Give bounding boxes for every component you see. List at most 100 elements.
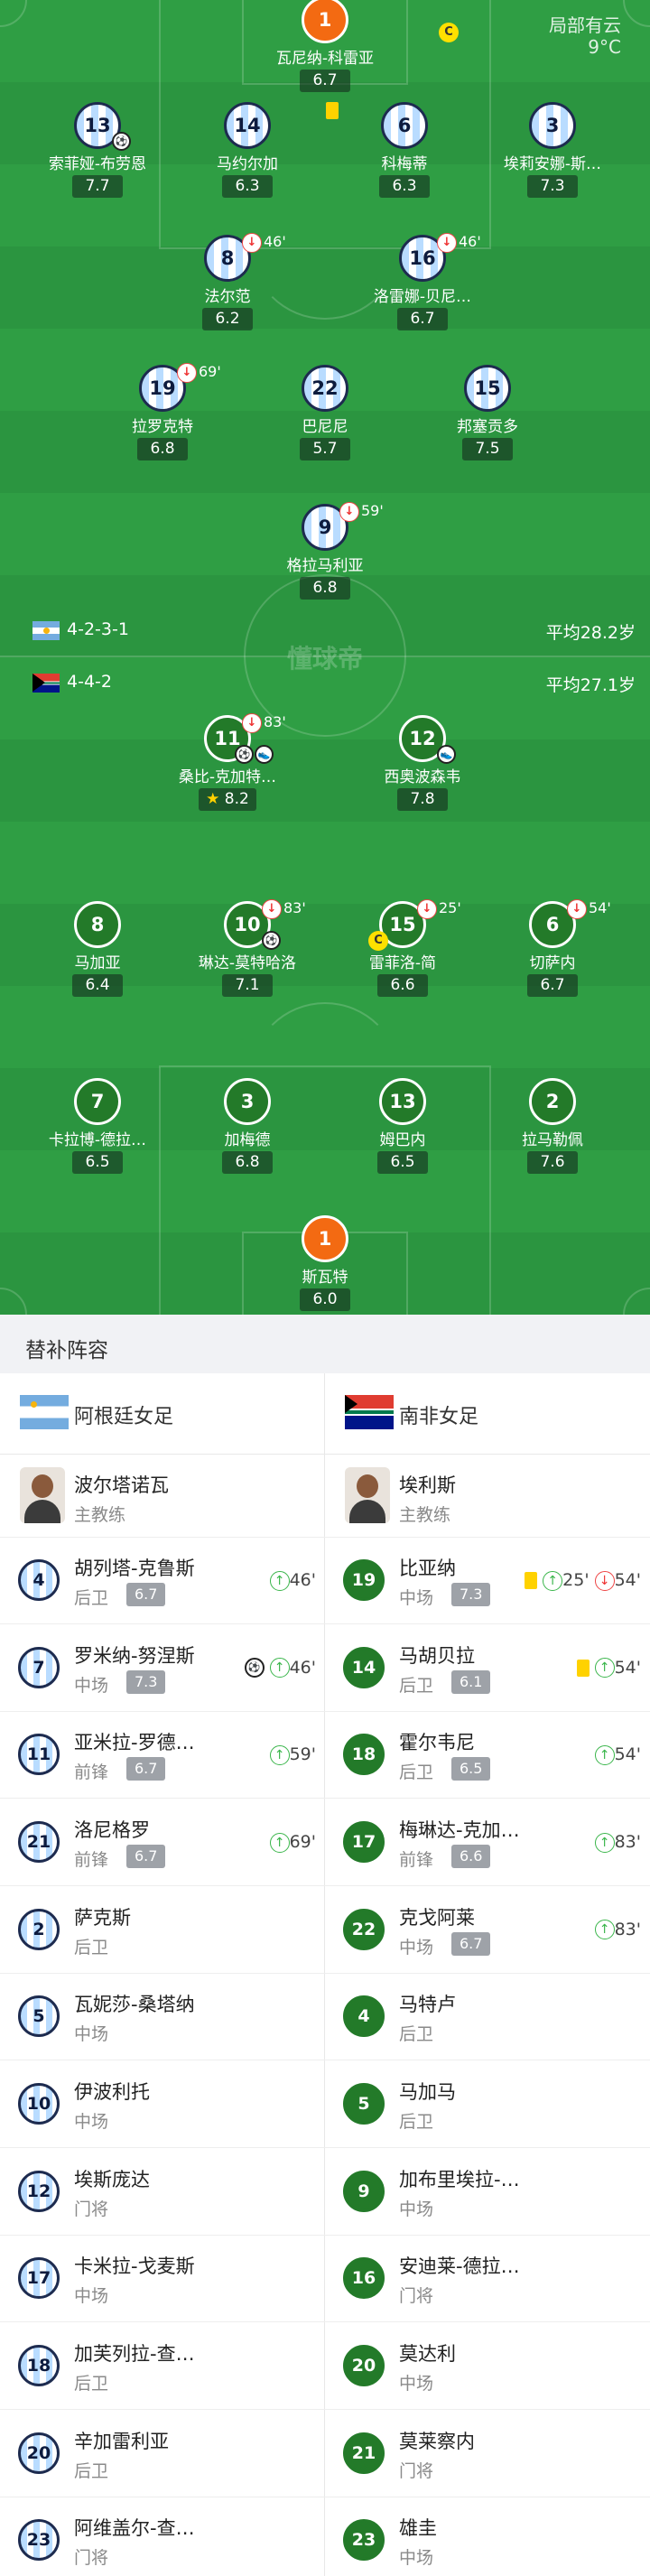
- away-player-8[interactable]: 8 马加亚 6.4: [7, 901, 188, 997]
- goal-ball-icon: ⚽: [244, 1658, 265, 1679]
- player-jersey: 1: [302, 0, 348, 43]
- away-player-7[interactable]: 7 卡拉博-德拉… 6.5: [7, 1078, 188, 1174]
- sub-name: 萨克斯: [74, 1906, 131, 1929]
- sub-jersey: 7: [18, 1646, 60, 1688]
- player-name: 马约尔加: [217, 155, 278, 173]
- player-name: 姆巴内: [379, 1131, 426, 1149]
- sub-jersey: 9: [343, 2170, 385, 2212]
- sub-position: 门将: [74, 2199, 109, 2219]
- home-player-13[interactable]: 13 ⚽ 索菲娅-布劳恩 7.7: [7, 102, 188, 198]
- flag-south-africa-icon: [32, 674, 60, 693]
- away-player-3[interactable]: 3 加梅德 6.8: [157, 1078, 338, 1174]
- coach-role: 主教练: [399, 1505, 451, 1525]
- away-coach-row[interactable]: 埃利斯 主教练: [325, 1455, 650, 1538]
- sub-name: 亚米拉-罗德…: [74, 1732, 195, 1754]
- sub-name: 莫达利: [399, 2343, 456, 2366]
- sub-position: 前锋: [399, 1850, 434, 1870]
- sub-jersey: 23: [18, 2519, 60, 2562]
- player-rating: ★ 8.2: [199, 788, 256, 811]
- away-player-6[interactable]: 6 ↓ 54' 切萨内 6.7: [462, 899, 643, 997]
- sub-minute: 46': [459, 233, 481, 250]
- home-formation: 4-2-3-1: [67, 619, 129, 639]
- sub-jersey: 18: [18, 2345, 60, 2387]
- away-player-12[interactable]: 12 👟 西奥波森韦 7.8: [332, 715, 513, 811]
- home-player-1[interactable]: 1 C 瓦尼纳-科雷亚 6.7: [235, 0, 459, 92]
- sub-in-minute: 83': [614, 1919, 641, 1939]
- sub-name: 伊波利托: [74, 2081, 150, 2104]
- away-player-15[interactable]: 15 ↓ 25' C 雷菲洛-简 6.6: [312, 899, 493, 997]
- sub-in-minute: 46': [289, 1657, 316, 1678]
- sub-in-arrow-icon: ↑: [594, 1832, 615, 1853]
- player-name: 拉罗克特: [132, 418, 193, 436]
- home-player-14[interactable]: 14 马约尔加 6.3: [157, 102, 339, 198]
- home-player-22[interactable]: 22 巴尼尼 5.7: [235, 365, 415, 460]
- sub-in-arrow-icon: ↑: [543, 1570, 563, 1591]
- home-player-9[interactable]: 9 ↓ 59' 格拉马利亚 6.8: [235, 502, 415, 600]
- sub-position: 中场: [74, 2286, 109, 2307]
- pitch: 懂球帝 局部有云 9°C 4-2-3-1 平均28.2岁 4-4-2 平均27.…: [0, 0, 650, 1315]
- player-name: 拉马勒佩: [522, 1131, 583, 1149]
- home-coach-row[interactable]: 波尔塔诺瓦 主教练: [0, 1455, 325, 1538]
- player-name: 邦塞贡多: [457, 418, 518, 436]
- home-player-19[interactable]: 19 ↓ 69' 拉罗克特 6.8: [72, 363, 253, 460]
- home-player-15[interactable]: 15 邦塞贡多 7.5: [397, 365, 578, 460]
- sub-events: ↑83': [594, 1919, 641, 1940]
- home-team-header: 阿根廷女足: [0, 1373, 325, 1455]
- sub-name: 马特卢: [399, 1994, 456, 2016]
- away-player-13[interactable]: 13 姆巴内 6.5: [312, 1078, 493, 1174]
- sub-out-arrow-icon: ↓: [262, 899, 282, 919]
- home-avg-age: 平均28.2岁: [545, 623, 636, 643]
- away-player-11[interactable]: 11 ↓ 83' ⚽ 👟 桑比-克加特… ★ 8.2: [137, 713, 318, 811]
- sub-events: ↑25' ↓54': [525, 1570, 641, 1591]
- sub-jersey: 4: [18, 1559, 60, 1601]
- sub-name: 阿维盖尔-查…: [74, 2517, 195, 2540]
- away-player-2[interactable]: 2 拉马勒佩 7.6: [462, 1078, 643, 1174]
- sub-jersey: 20: [18, 2432, 60, 2474]
- home-player-16[interactable]: 16 ↓ 46' 洛雷娜-贝尼… 6.7: [332, 233, 513, 330]
- sub-rating: 7.3: [451, 1583, 491, 1606]
- home-player-3[interactable]: 3 埃莉安娜-斯… 7.3: [462, 102, 643, 198]
- sub-in-arrow-icon: ↑: [594, 1920, 615, 1940]
- home-player-6[interactable]: 6 科梅蒂 6.3: [314, 102, 495, 198]
- sub-position: 中场: [399, 1937, 434, 1958]
- sub-in-minute: 25': [562, 1570, 590, 1590]
- away-player-1[interactable]: 1 斯瓦特 6.0: [235, 1215, 415, 1311]
- sub-position: 中场: [399, 1588, 434, 1608]
- away-team-name: 南非女足: [399, 1406, 479, 1428]
- yellow-card-icon: [576, 1659, 590, 1677]
- sub-name: 克戈阿莱: [399, 1906, 475, 1929]
- home-player-8[interactable]: 8 ↓ 46' 法尔范 6.2: [137, 233, 318, 330]
- sub-rating: 6.5: [451, 1757, 491, 1781]
- player-name: 加梅德: [224, 1131, 271, 1149]
- sub-in-arrow-icon: ↑: [269, 1658, 290, 1679]
- sub-position: 中场: [399, 2199, 434, 2219]
- away-player-10[interactable]: 10 ↓ 83' ⚽ 琳达-莫特哈洛 7.1: [157, 899, 338, 997]
- star-icon: ★: [206, 790, 220, 808]
- flag-argentina-icon: [20, 1395, 69, 1429]
- flag-argentina-icon: [32, 621, 60, 640]
